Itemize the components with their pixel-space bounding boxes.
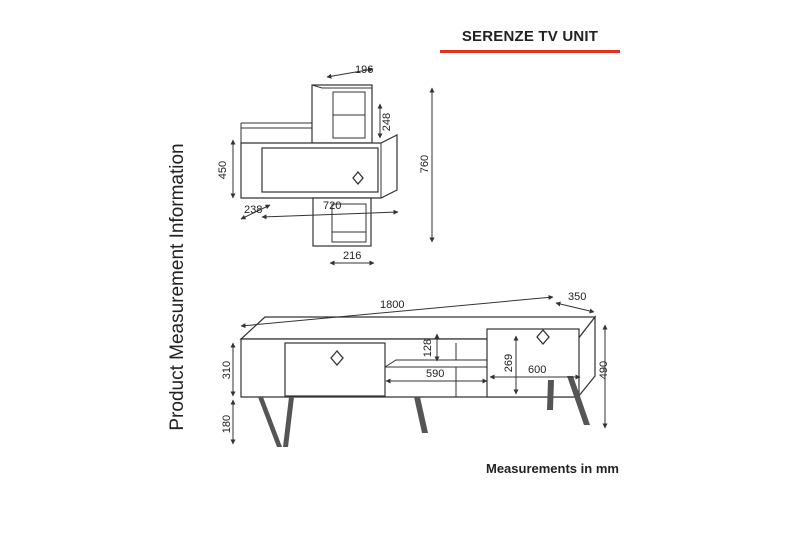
dim-door-width: 600 — [528, 364, 546, 376]
dim-inner-width: 590 — [426, 368, 444, 380]
units-note: Measurements in mm — [486, 461, 619, 476]
leg — [283, 397, 294, 447]
leg — [547, 380, 554, 410]
dim-cabinet-height: 450 — [217, 161, 229, 179]
wall-cabinet-door — [261, 147, 379, 193]
tv-unit-right-door — [486, 328, 580, 398]
dim-tv-width: 1800 — [380, 299, 404, 311]
dim-top-box-height: 248 — [381, 113, 393, 131]
left-door-handle-icon — [330, 350, 344, 366]
right-door-handle-icon — [536, 329, 550, 345]
tv-unit-left-door — [284, 342, 386, 397]
door-handle-icon — [352, 170, 364, 186]
dim-depth: 238 — [244, 204, 262, 216]
dim-tv-leg-height: 180 — [221, 415, 233, 433]
dim-width: 720 — [323, 200, 341, 212]
leg — [414, 397, 428, 433]
wall-shelf-drawing — [240, 84, 398, 247]
dim-tv-total-height: 490 — [598, 361, 610, 379]
top-box — [311, 84, 373, 144]
dim-tv-body-height: 310 — [221, 361, 233, 379]
page-title: SERENZE TV UNIT — [461, 28, 599, 45]
dim-top-box-width: 196 — [355, 64, 373, 76]
bottom-box — [312, 197, 372, 247]
tv-unit-dimensions: 1800 350 310 180 128 590 269 600 490 — [221, 291, 610, 445]
dim-door-height: 269 — [503, 354, 515, 372]
leg — [258, 397, 282, 447]
leg — [567, 376, 590, 425]
dim-total-height: 760 — [419, 155, 431, 173]
tv-unit-drawing — [239, 315, 597, 447]
wall-shelf-dimensions: 196 248 450 760 238 720 216 — [217, 64, 435, 266]
title-underline — [440, 50, 620, 53]
dim-shelf-height: 128 — [422, 339, 434, 357]
dim-tv-depth: 350 — [568, 291, 586, 303]
dim-bottom-box-width: 216 — [343, 250, 361, 262]
